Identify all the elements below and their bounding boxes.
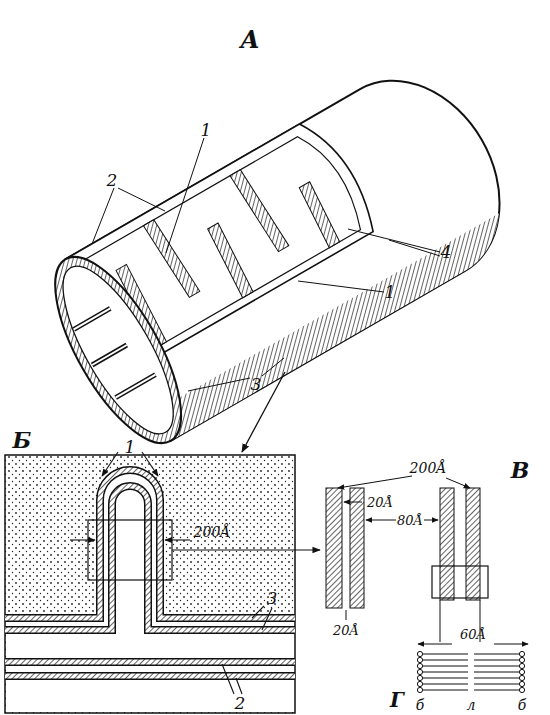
layer-label: б	[416, 698, 425, 712]
layer-label: л	[467, 698, 476, 712]
layer-label: б	[518, 698, 527, 712]
membrane-layers	[326, 476, 528, 644]
panel-letter: А	[240, 28, 260, 52]
panel-letter: Г	[390, 690, 404, 710]
dimension-label: 60Å	[460, 628, 486, 641]
callout-number: 3	[267, 590, 278, 607]
dimension-label: 200Å	[410, 461, 447, 475]
lipid-bilayer	[417, 651, 524, 692]
mitochondrion	[31, 39, 550, 467]
dimension-label: 20Å	[333, 624, 359, 637]
leader-lines	[92, 138, 440, 391]
callout-number: 2	[235, 695, 246, 712]
panel-letter: В	[511, 459, 530, 481]
dimension-label: 80Å	[397, 514, 423, 527]
panel-letter: Б	[13, 429, 32, 451]
dimension-label: 20Å	[367, 496, 393, 509]
callout-number: 1	[125, 439, 136, 456]
dimension-label: 200Å	[194, 525, 231, 539]
crista-section	[5, 452, 320, 713]
zoom-arrow	[242, 372, 285, 452]
callout-number: 2	[107, 172, 118, 189]
callout-number: 1	[385, 284, 396, 301]
callout-number: 4	[441, 244, 452, 261]
callout-number: 3	[251, 376, 262, 393]
callout-number: 1	[201, 122, 212, 139]
